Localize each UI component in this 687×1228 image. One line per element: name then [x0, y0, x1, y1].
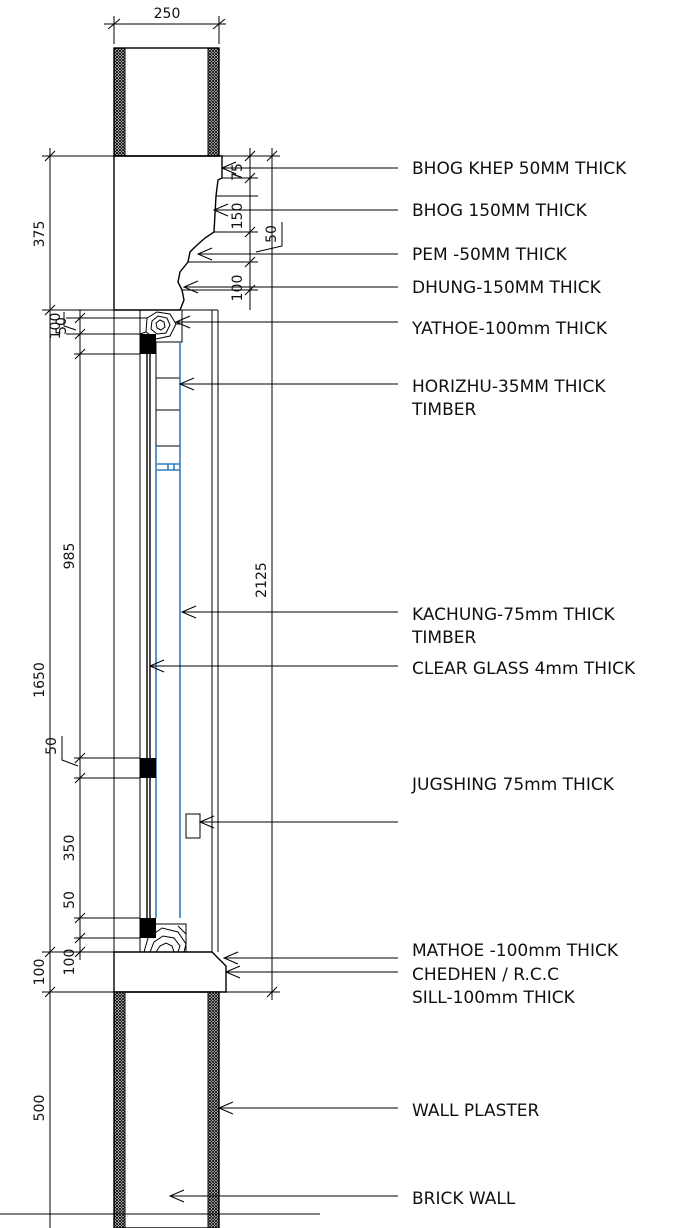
- callouts: BHOG KHEP 50MM THICK BHOG 150MM THICK PEM …: [148, 159, 636, 1209]
- lintel-block: [113, 155, 223, 311]
- arrow-jugshing: [198, 815, 215, 829]
- label-brick-wall: BRICK WALL: [412, 1189, 516, 1209]
- label-wall-plaster: WALL PLASTER: [412, 1101, 540, 1121]
- label-chedhen: CHEDHEN / R.C.C: [412, 965, 559, 985]
- label-kachung-line2: TIMBER: [411, 628, 476, 648]
- label-bhog: BHOG 150MM THICK: [412, 201, 588, 221]
- arrow-clear-glass: [148, 659, 165, 673]
- dim-top-width: 250: [154, 6, 181, 22]
- arrow-brick-wall: [168, 1189, 185, 1203]
- dim-lower-wall: 500: [32, 1095, 48, 1122]
- upper-brick-wall: [113, 47, 220, 157]
- label-kachung: KACHUNG-75mm THICK: [412, 605, 616, 625]
- dim-lower-glass: 350: [62, 835, 78, 862]
- label-pem: PEM -50MM THICK: [412, 245, 568, 265]
- arrow-dhung: [182, 280, 199, 294]
- dim-overall-right: 2125: [254, 562, 270, 598]
- dim-frame-total: 1650: [32, 662, 48, 698]
- dim-yathoe: 100: [48, 313, 64, 340]
- arrow-bhog-khep: [220, 161, 237, 175]
- label-yathoe: YATHOE-100mm THICK: [411, 319, 608, 339]
- dim-sill: 100: [32, 959, 48, 986]
- arrow-yathoe: [174, 315, 191, 329]
- label-mathoe: MATHOE -100mm THICK: [412, 941, 619, 961]
- label-horizhu: HORIZHU-35MM THICK: [412, 377, 606, 397]
- dim-dhung: 100: [230, 275, 246, 302]
- dim-bhog: 150: [230, 203, 246, 230]
- dim-mathoe: 100: [62, 949, 78, 976]
- label-chedhen-line2: SILL-100mm THICK: [412, 988, 576, 1008]
- label-dhung: DHUNG-150MM THICK: [412, 278, 602, 298]
- dim-frame-upper-small: 50: [54, 317, 70, 335]
- arrow-horizhu: [178, 377, 195, 391]
- dim-pem: 50: [264, 225, 280, 243]
- arrow-chedhen: [224, 965, 241, 979]
- yathoe-grain: [139, 311, 182, 340]
- window-frame: [113, 309, 219, 953]
- label-clear-glass: CLEAR GLASS 4mm THICK: [412, 659, 636, 679]
- lower-brick-wall: [113, 991, 220, 1228]
- dimension-lines: [42, 16, 283, 1228]
- dim-mid-rail: 50: [44, 737, 60, 755]
- arrow-kachung: [180, 605, 197, 619]
- dim-lintel-total: 375: [32, 221, 48, 248]
- label-bhog-khep: BHOG KHEP 50MM THICK: [412, 159, 627, 179]
- dim-upper-glass: 985: [62, 543, 78, 570]
- dimension-texts: 250 375 75 150 50 100 100 50 985 1650 21…: [32, 6, 280, 1121]
- rcc-sill: [113, 951, 227, 993]
- arrow-bhog: [212, 203, 229, 217]
- arrow-mathoe: [222, 951, 239, 965]
- label-jugshing: JUGSHING 75mm THICK: [411, 775, 615, 795]
- arrow-wall-plaster: [217, 1101, 234, 1115]
- arrow-pem: [196, 247, 213, 261]
- dim-bottom-rail: 50: [62, 891, 78, 909]
- label-horizhu-line2: TIMBER: [411, 400, 476, 420]
